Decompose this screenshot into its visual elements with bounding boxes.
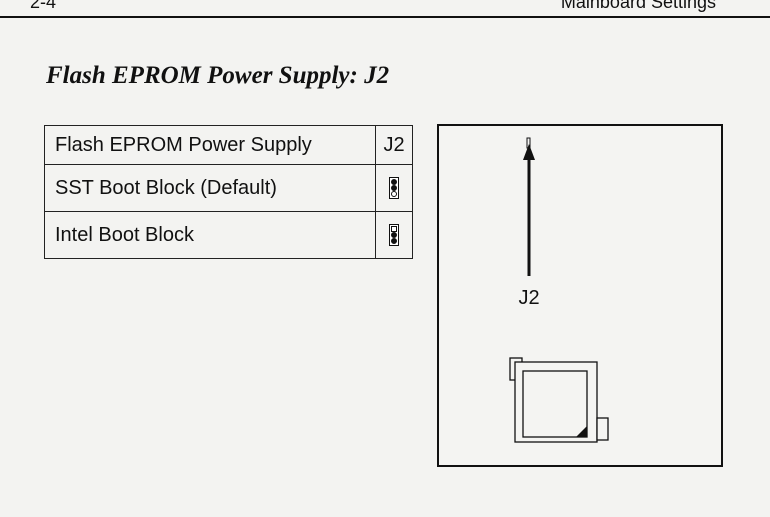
section-name: Mainboard Settings	[560, 0, 716, 12]
j2-location-arrow	[523, 137, 535, 276]
jumper-settings-table: Flash EPROM Power Supply J2 SST Boot Blo…	[44, 125, 413, 259]
table-row: SST Boot Block (Default)	[44, 164, 413, 212]
page-header: 2-4 Mainboard Settings	[0, 0, 770, 18]
jumper-cell	[375, 164, 413, 212]
jumper-pins-1-2-closed-icon	[389, 177, 399, 200]
table-row: Intel Boot Block	[44, 211, 413, 259]
page-number: 2-4	[30, 0, 57, 12]
table-header-jumper: J2	[375, 125, 413, 165]
eprom-socket-icon	[509, 357, 609, 443]
setting-label: Intel Boot Block	[44, 211, 376, 259]
jumper-pins-2-3-closed-icon	[389, 224, 399, 247]
table-header-row: Flash EPROM Power Supply J2	[44, 125, 413, 165]
mainboard-diagram: J2	[437, 124, 723, 467]
j2-label: J2	[518, 287, 539, 309]
board-drawing: J2	[509, 137, 609, 443]
table-header-setting: Flash EPROM Power Supply	[44, 125, 376, 165]
setting-label: SST Boot Block (Default)	[44, 164, 376, 212]
jumper-cell	[375, 211, 413, 259]
page-title: Flash EPROM Power Supply: J2	[46, 62, 390, 89]
